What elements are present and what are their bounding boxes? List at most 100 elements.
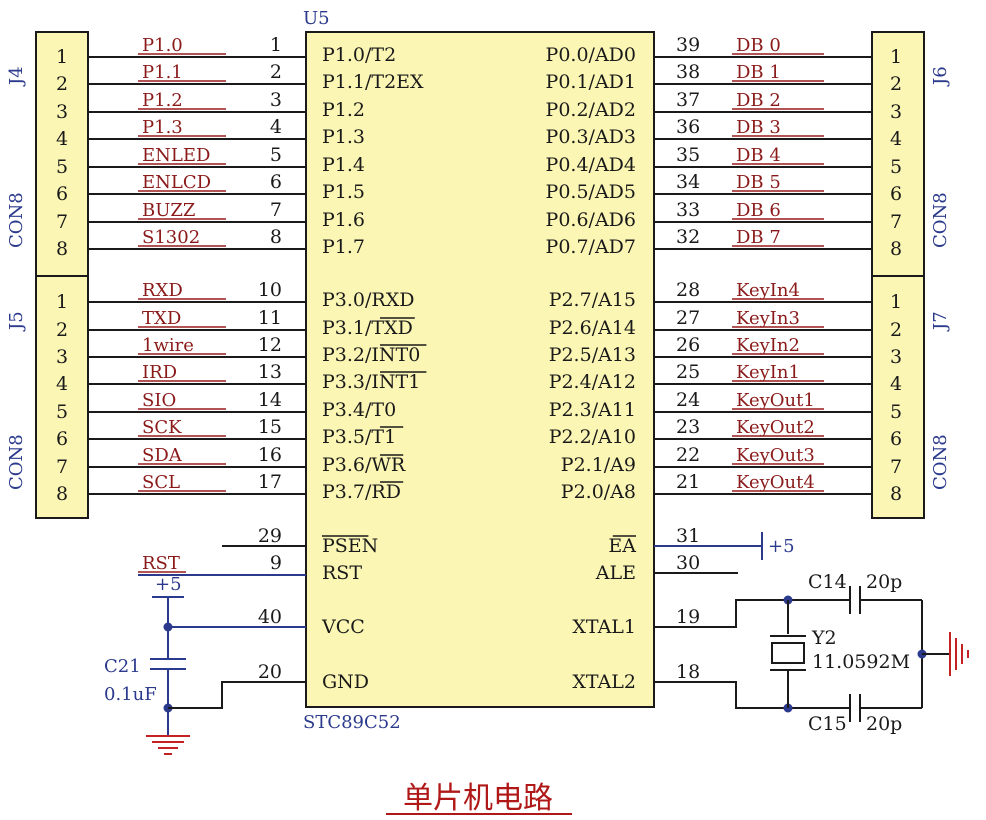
right-pin-name: P0.2/AD2 [546, 99, 636, 121]
connector-pin-number: 7 [890, 456, 902, 478]
ground-icon [949, 632, 969, 676]
connector-j5-type: CON8 [6, 434, 27, 490]
connector-pin-number: 3 [890, 101, 902, 123]
left-pin-number: 3 [270, 89, 282, 111]
right-pin-name: P2.1/A9 [561, 454, 636, 476]
xtal1-wire [654, 599, 850, 628]
c14-value: 20p [866, 571, 902, 593]
right-pin-number: 22 [676, 444, 700, 466]
left-pin-number: 29 [258, 525, 282, 547]
left-pin-name: P1.0/T2 [322, 44, 396, 66]
left-pin-name: P1.2 [322, 99, 365, 121]
right-pin-name: P0.6/AD6 [546, 209, 636, 231]
right-pin-name: P2.4/A12 [549, 371, 636, 393]
left-pin-name: P1.6 [322, 209, 365, 231]
right-pin-number: 25 [676, 361, 700, 383]
left-net-label: IRD [142, 362, 177, 383]
left-net-label: SCL [142, 472, 180, 493]
mcu-ref: U5 [303, 8, 330, 29]
left-pin-name: P3.4/T0 [322, 399, 396, 421]
right-pin-name: P2.2/A10 [549, 426, 636, 448]
right-pin-name: P0.7/AD7 [546, 236, 636, 258]
right-net-label: KeyOut3 [736, 445, 815, 466]
left-net-label: RST [142, 553, 180, 574]
right-pin-name: P2.5/A13 [549, 344, 636, 366]
right-net-label: DB 2 [736, 90, 781, 111]
connector-pin-number: 4 [56, 373, 68, 395]
left-pin-name: P3.2/INT0 [322, 344, 420, 366]
gnd-wire [168, 681, 306, 709]
right-pin-name: P0.5/AD5 [546, 181, 636, 203]
left-pin-name: P3.1/TXD [322, 317, 413, 339]
connector-pin-number: 8 [56, 238, 68, 260]
right-net-label: KeyIn3 [736, 308, 800, 329]
left-net-label: ENLCD [142, 172, 211, 193]
connector-pin-number: 2 [890, 73, 902, 95]
left-pin-name: P1.5 [322, 181, 365, 203]
connector-j7-ref: J7 [930, 311, 951, 332]
connector-pin-number: 3 [56, 346, 68, 368]
right-pin-name: ALE [595, 562, 636, 584]
mcu-body [305, 31, 655, 708]
right-net-label: DB 0 [736, 35, 781, 56]
right-net-label: DB 5 [736, 172, 781, 193]
right-pin-number: 21 [676, 471, 700, 493]
ea-power-label: +5 [768, 536, 795, 557]
left-pin-name: P3.0/RXD [322, 289, 414, 311]
left-pin-name: RST [322, 562, 362, 584]
right-net-label: DB 4 [736, 145, 781, 166]
right-net-label: KeyOut4 [736, 472, 815, 493]
left-net-label: P1.0 [142, 35, 183, 56]
right-pin-number: 30 [676, 552, 700, 574]
connector-pin-number: 3 [890, 346, 902, 368]
connector-pin-number: 2 [890, 319, 902, 341]
left-pin-number: 6 [270, 171, 282, 193]
right-net-label: DB 1 [736, 62, 781, 83]
left-net-label: BUZZ [142, 200, 195, 221]
right-pin-number: 27 [676, 307, 700, 329]
connector-pin-number: 8 [890, 238, 902, 260]
left-pin-number: 16 [258, 444, 282, 466]
right-pin-number: 31 [676, 525, 700, 547]
connector-j5-ref: J5 [6, 311, 27, 332]
connector-j6-body [871, 31, 925, 277]
connector-pin-number: 8 [56, 483, 68, 505]
left-net-label: SCK [142, 417, 182, 438]
left-net-label: TXD [142, 308, 181, 329]
connector-j4-type: CON8 [6, 192, 27, 248]
left-pin-number: 5 [270, 144, 282, 166]
left-pin-number: 7 [270, 199, 282, 221]
left-pin-name: P1.3 [322, 126, 365, 148]
right-pin-name: P2.7/A15 [549, 289, 636, 311]
connector-pin-number: 2 [56, 319, 68, 341]
left-pin-number: 2 [270, 61, 282, 83]
c21-ref: C21 [104, 656, 141, 677]
left-pin-number: 15 [258, 416, 282, 438]
left-net-label: P1.1 [142, 62, 183, 83]
left-pin-name: P1.1/T2EX [322, 71, 424, 93]
diagram-title: 单片机电路 [403, 781, 553, 816]
right-pin-name: EA [608, 535, 636, 557]
connector-pin-number: 4 [890, 128, 902, 150]
left-pin-number: 13 [258, 361, 282, 383]
left-pin-number: 11 [258, 307, 282, 329]
vcc-power-label: +5 [155, 574, 182, 595]
left-pin-number: 20 [258, 661, 282, 683]
right-pin-number: 39 [676, 34, 700, 56]
left-net-label: SDA [142, 445, 183, 466]
right-pin-number: 26 [676, 334, 700, 356]
left-pin-number: 17 [258, 471, 282, 493]
connector-pin-number: 3 [56, 101, 68, 123]
right-pin-number: 34 [676, 171, 700, 193]
left-pin-number: 14 [258, 389, 282, 411]
connector-j7-body [871, 275, 925, 519]
right-pin-number: 37 [676, 89, 700, 111]
right-pin-number: 24 [676, 389, 700, 411]
right-pin-name: XTAL1 [572, 616, 636, 638]
left-pin-name: P3.5/T1 [322, 426, 396, 448]
left-pin-number: 9 [270, 552, 282, 574]
connector-pin-number: 1 [890, 46, 902, 68]
right-pin-name: XTAL2 [572, 671, 636, 693]
